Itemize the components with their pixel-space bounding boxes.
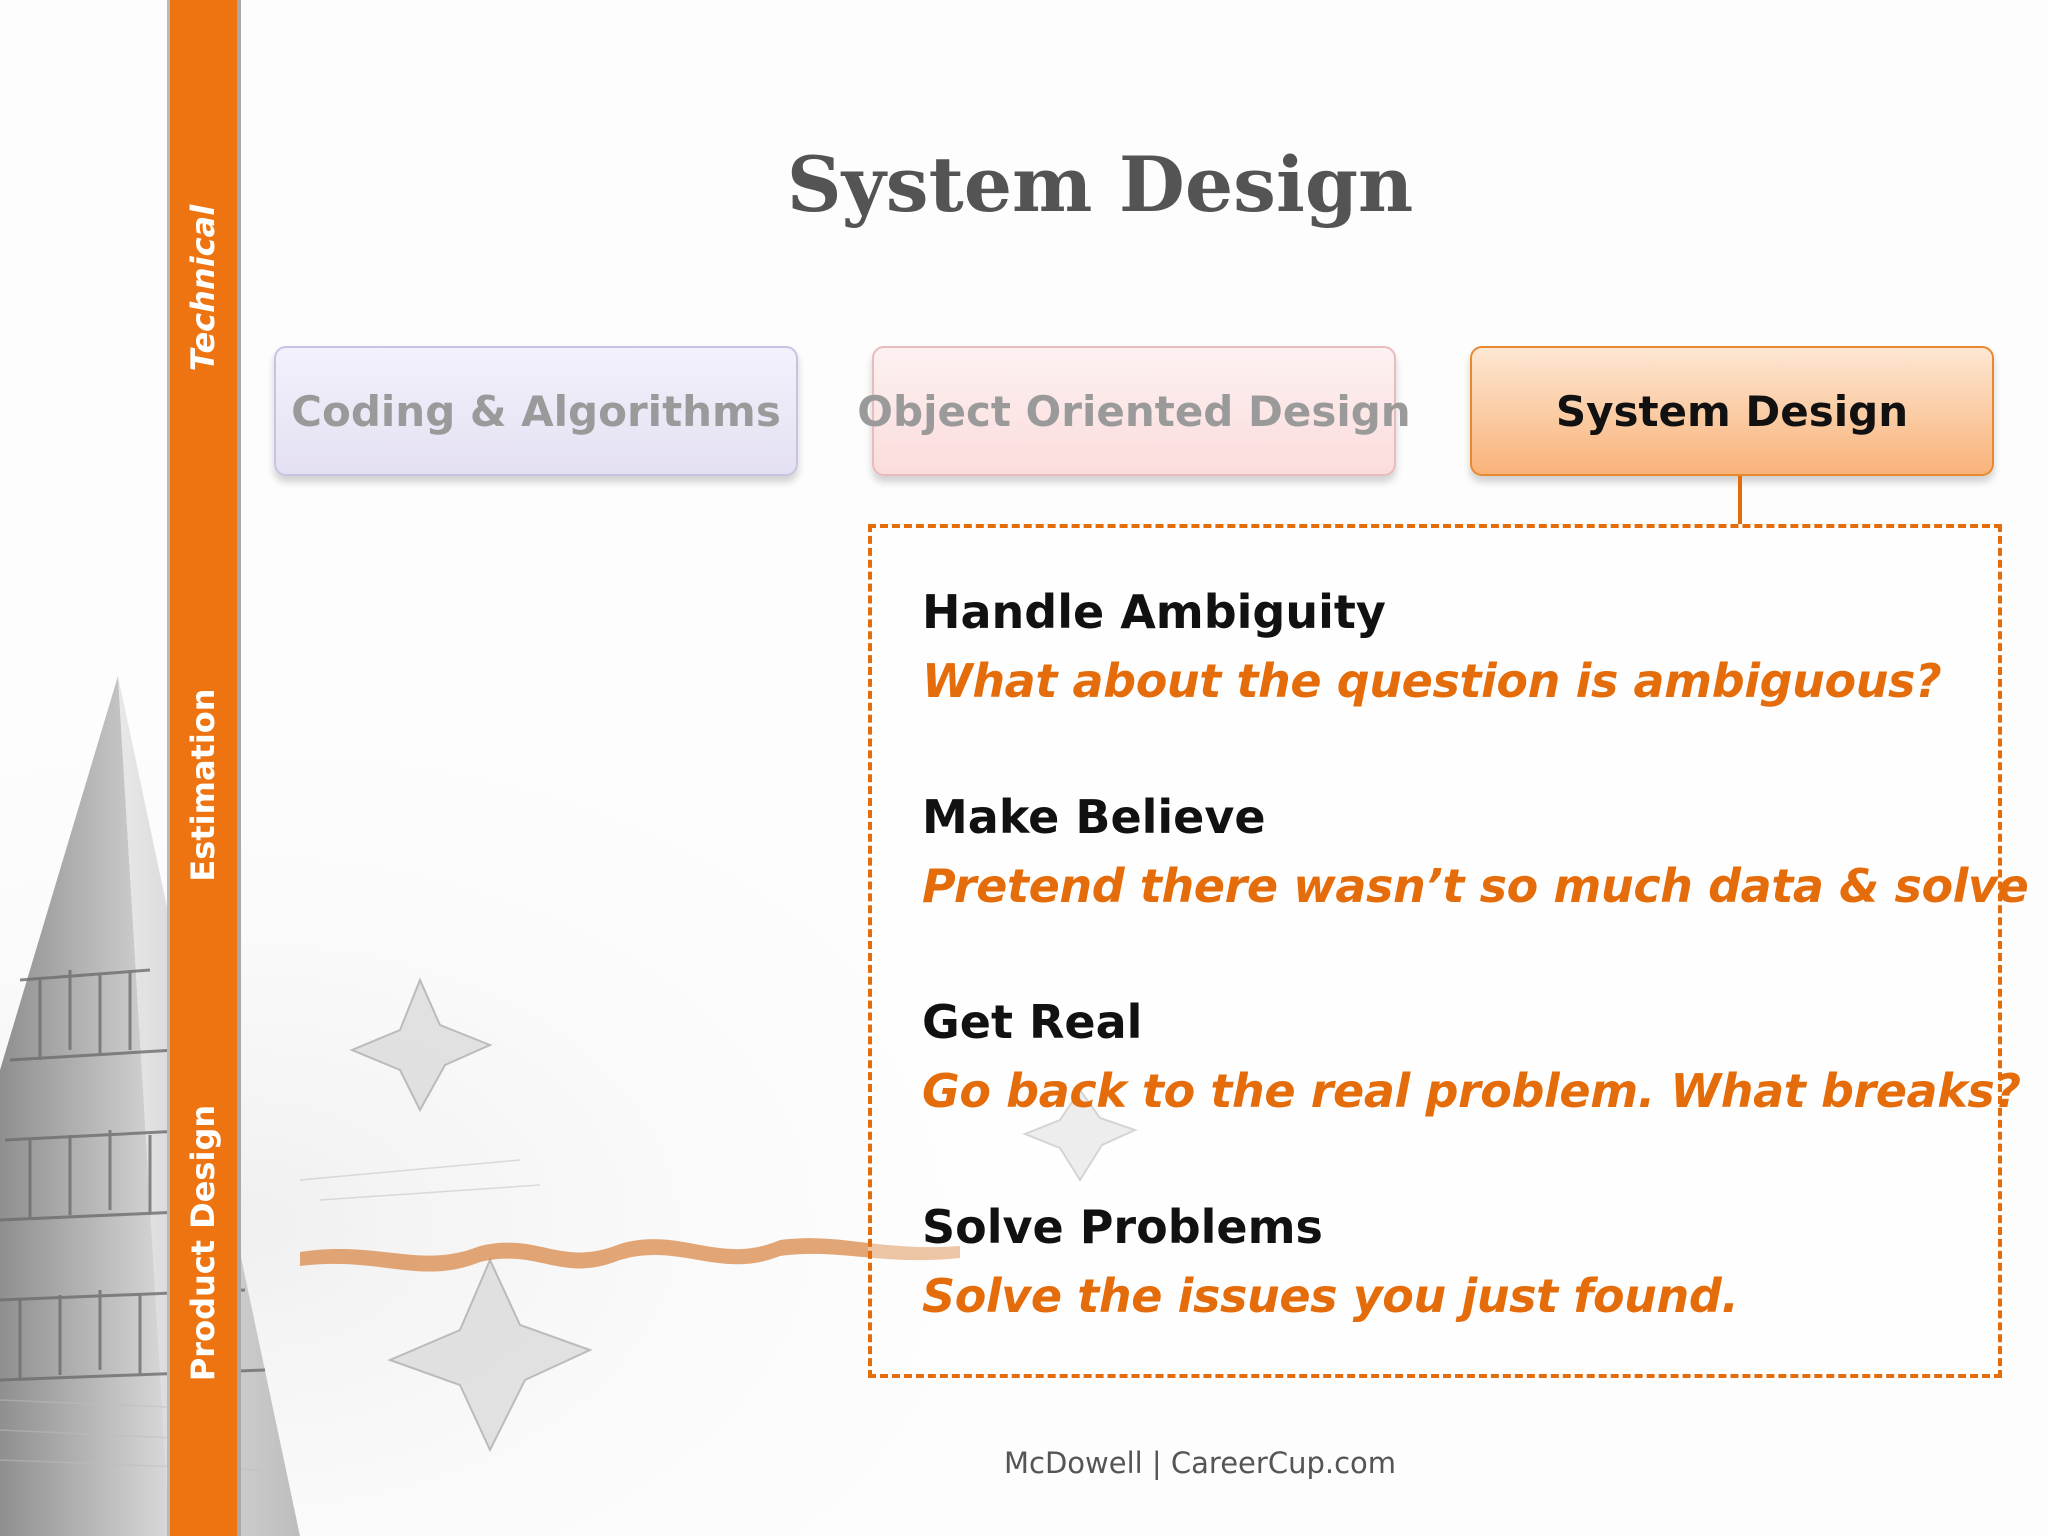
tab-object-oriented-design[interactable]: Object Oriented Design bbox=[857, 346, 1411, 476]
list-item: Handle Ambiguity What about the question… bbox=[922, 582, 1942, 711]
details-panel bbox=[868, 524, 2002, 1378]
tab-system-design[interactable]: System Design bbox=[1470, 346, 1994, 476]
item-heading: Get Real bbox=[922, 995, 1143, 1049]
rail-label-estimation: Estimation bbox=[184, 688, 222, 882]
tab-connector-line bbox=[1738, 476, 1742, 524]
list-item: Get Real Go back to the real problem. Wh… bbox=[922, 992, 2021, 1121]
item-detail: Pretend there wasn’t so much data & solv… bbox=[922, 859, 2029, 913]
footer-credit: McDowell | CareerCup.com bbox=[1003, 1446, 1397, 1480]
item-heading: Solve Problems bbox=[922, 1200, 1323, 1254]
item-detail: Go back to the real problem. What breaks… bbox=[922, 1064, 2021, 1118]
list-item: Solve Problems Solve the issues you just… bbox=[922, 1197, 1739, 1326]
slide-title: System Design bbox=[786, 140, 1414, 229]
rail-label-product-design: Product Design bbox=[184, 1104, 222, 1382]
rail-label-technical: Technical bbox=[184, 204, 222, 372]
item-detail: Solve the issues you just found. bbox=[922, 1269, 1739, 1323]
list-item: Make Believe Pretend there wasn’t so muc… bbox=[922, 787, 2029, 916]
item-heading: Make Believe bbox=[922, 790, 1266, 844]
item-heading: Handle Ambiguity bbox=[922, 585, 1386, 639]
item-detail: What about the question is ambiguous? bbox=[922, 654, 1942, 708]
tab-coding-algorithms[interactable]: Coding & Algorithms bbox=[274, 346, 798, 476]
section-rail bbox=[167, 0, 241, 1536]
